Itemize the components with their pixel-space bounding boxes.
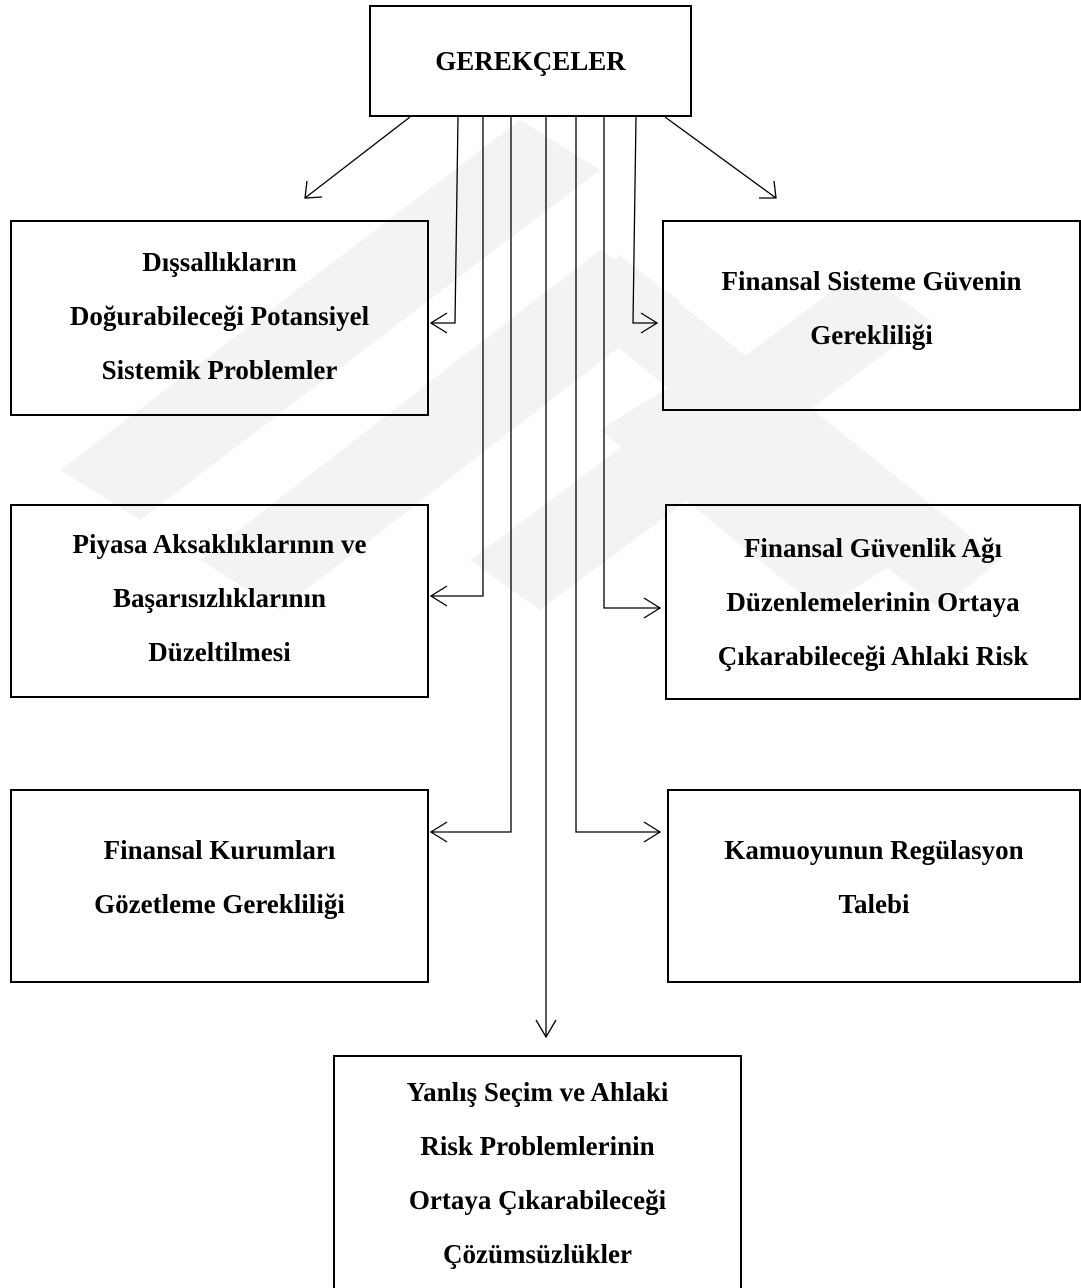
arrowhead-right-1	[640, 312, 659, 334]
right-box-label: Kamuoyunun Regülasyon Talebi	[724, 835, 1024, 919]
root-label: GEREKÇELER	[435, 46, 626, 76]
arrowhead-left-3	[429, 821, 448, 843]
left-box-market-failures: Piyasa Aksaklıklarının ve Başarısızlıkla…	[10, 504, 429, 698]
right-box-public-demand: Kamuoyunun Regülasyon Talebi	[667, 789, 1081, 983]
left-box-label: Dışsallıkların Doğurabileceği Potansiyel…	[69, 247, 370, 385]
connector-diagonal-right	[664, 116, 777, 199]
left-box-supervision: Finansal Kurumları Gözetleme Gerekliliği	[10, 789, 429, 983]
right-box-label: Finansal Güvenlik Ağı Düzenlemelerinin O…	[717, 533, 1029, 671]
connector-right-3	[575, 117, 660, 833]
connector-diagonal-left	[304, 116, 411, 199]
arrowhead-left-2	[429, 585, 448, 607]
arrowhead-right-2	[643, 597, 662, 619]
bottom-box-label: Yanlış Seçim ve Ahlaki Risk Problemlerin…	[406, 1076, 669, 1269]
connector-left-3	[431, 117, 512, 833]
arrowhead-right-3	[643, 821, 662, 843]
arrowhead-diagonal-left	[304, 180, 323, 199]
left-box-label: Finansal Kurumları Gözetleme Gerekliliği	[94, 835, 345, 919]
arrowhead-diagonal-right	[759, 180, 777, 199]
connector-right-1	[632, 116, 657, 324]
root-box: GEREKÇELER	[369, 5, 692, 117]
left-box-label: Piyasa Aksaklıklarının ve Başarısızlıkla…	[72, 529, 367, 667]
arrowhead-center	[535, 1019, 557, 1039]
left-box-externalities: Dışsallıkların Doğurabileceği Potansiyel…	[10, 220, 429, 416]
connector-right-2	[603, 117, 660, 609]
connector-left-2	[431, 117, 484, 597]
arrowhead-left-1	[429, 312, 448, 334]
right-box-safety-net: Finansal Güvenlik Ağı Düzenlemelerinin O…	[665, 504, 1081, 700]
right-box-trust: Finansal Sisteme Güvenin Gerekliliği	[662, 220, 1081, 411]
bottom-box-adverse-selection: Yanlış Seçim ve Ahlaki Risk Problemlerin…	[333, 1055, 742, 1288]
connector-left-1	[431, 116, 459, 324]
right-box-label: Finansal Sisteme Güvenin Gerekliliği	[721, 265, 1022, 350]
